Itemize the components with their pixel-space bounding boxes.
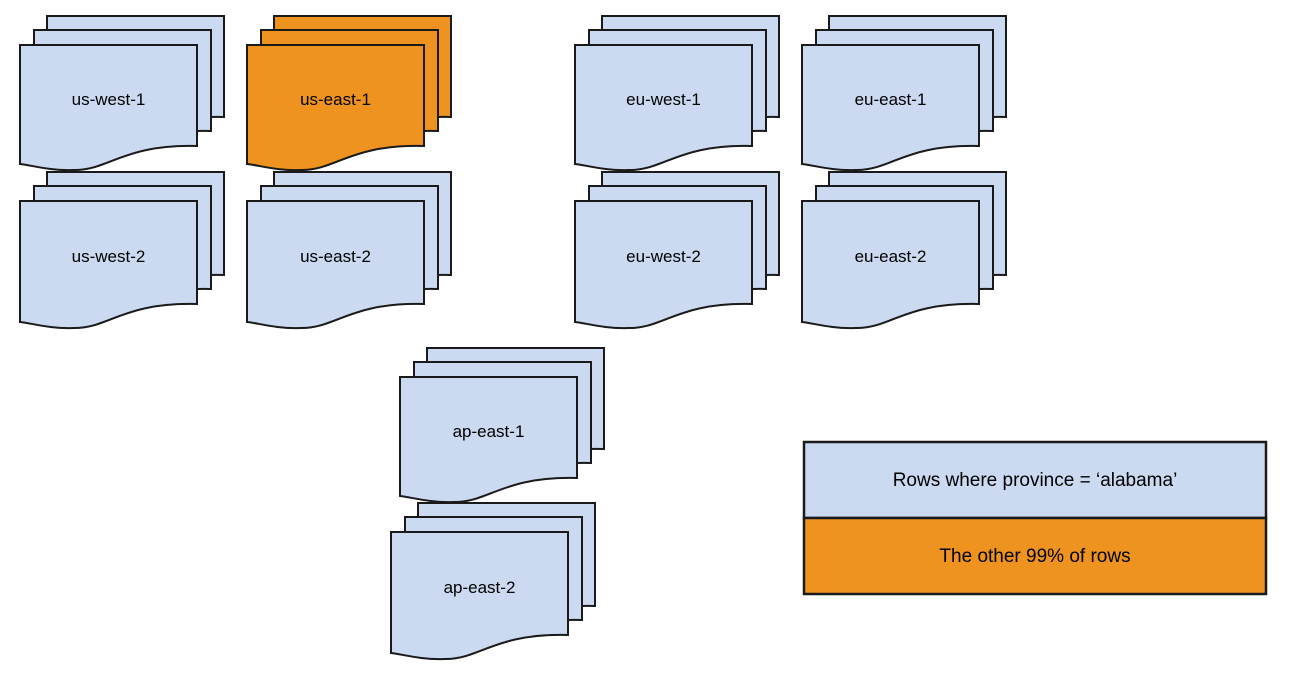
sheet-front	[19, 200, 198, 330]
stack-label-eu-west-1: eu-west-1	[626, 90, 701, 109]
sheet-front	[801, 200, 980, 330]
document-stack-us-west-2[interactable]: us-west-2	[19, 171, 225, 330]
sheet-front	[574, 200, 753, 330]
document-stack-us-west-1[interactable]: us-west-1	[19, 15, 225, 172]
stacks-layer: us-west-1 us-east-1 eu-west-1 eu-east-1 us-w…	[19, 15, 1007, 661]
stack-label-us-east-1: us-east-1	[300, 90, 371, 109]
document-stack-us-east-1[interactable]: us-east-1	[246, 15, 452, 172]
stack-label-eu-east-2: eu-east-2	[855, 247, 927, 266]
document-stack-ap-east-2[interactable]: ap-east-2	[390, 502, 596, 661]
sheet-front	[399, 376, 578, 504]
stack-label-us-west-1: us-west-1	[72, 90, 146, 109]
document-stack-us-east-2[interactable]: us-east-2	[246, 171, 452, 330]
document-stack-eu-west-1[interactable]: eu-west-1	[574, 15, 780, 172]
legend-swatch-blue	[802, 440, 1268, 520]
stack-label-ap-east-2: ap-east-2	[444, 578, 516, 597]
sheet-front	[801, 44, 980, 172]
sheet-front	[574, 44, 753, 172]
stack-label-eu-east-1: eu-east-1	[855, 90, 927, 109]
stack-label-ap-east-1: ap-east-1	[453, 422, 525, 441]
sheet-front	[246, 44, 425, 172]
legend: Rows where province = ‘alabama’ The other…	[802, 440, 1268, 596]
stack-label-eu-west-2: eu-west-2	[626, 247, 701, 266]
legend-row-legend-blue: Rows where province = ‘alabama’	[802, 440, 1268, 520]
document-stack-eu-east-2[interactable]: eu-east-2	[801, 171, 1007, 330]
document-stack-ap-east-1[interactable]: ap-east-1	[399, 347, 605, 504]
stack-label-us-east-2: us-east-2	[300, 247, 371, 266]
document-stack-eu-west-2[interactable]: eu-west-2	[574, 171, 780, 330]
sheet-front	[19, 44, 198, 172]
document-stack-eu-east-1[interactable]: eu-east-1	[801, 15, 1007, 172]
sheet-front	[246, 200, 425, 330]
sheet-front	[390, 531, 569, 661]
legend-label-legend-blue: Rows where province = ‘alabama’	[893, 470, 1178, 491]
legend-label-legend-orange: The other 99% of rows	[939, 546, 1130, 567]
stack-label-us-west-2: us-west-2	[72, 247, 146, 266]
legend-swatch-orange	[802, 516, 1268, 596]
legend-row-legend-orange: The other 99% of rows	[802, 516, 1268, 596]
